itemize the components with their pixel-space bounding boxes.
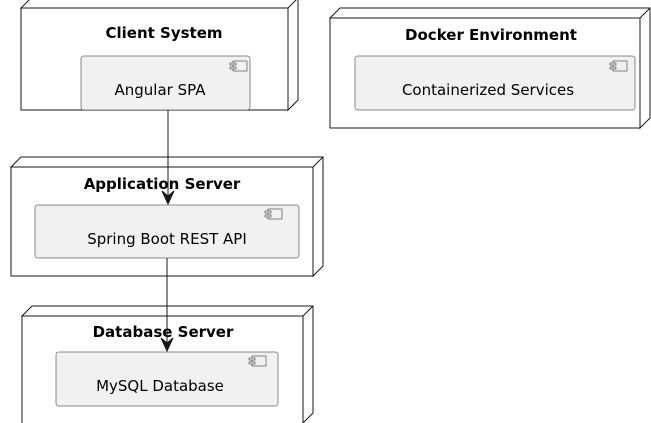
- component-label: Spring Boot REST API: [87, 230, 247, 248]
- node-application-server: Application Server Spring Boot REST API: [9, 156, 324, 278]
- component-icon: [609, 60, 628, 72]
- node-title: Client System: [105, 24, 222, 42]
- component-label: Angular SPA: [115, 81, 207, 99]
- arrow-head: [161, 190, 175, 206]
- node-database-server: Database Server MySQL Database: [20, 305, 314, 423]
- connector-angular-to-spring: [161, 110, 175, 206]
- component-angular-spa: Angular SPA: [80, 55, 251, 111]
- component-box: [80, 55, 251, 111]
- component-icon: [248, 355, 267, 367]
- node-title: Application Server: [84, 175, 241, 193]
- arrow-head: [160, 337, 174, 353]
- component-spring-boot-rest-api: Spring Boot REST API: [34, 204, 300, 259]
- node-docker-environment: Docker Environment Containerized Service…: [328, 7, 651, 130]
- component-icon: [264, 208, 283, 220]
- component-containerized-services: Containerized Services: [354, 55, 636, 111]
- component-label: Containerized Services: [402, 81, 574, 99]
- node-title: Database Server: [93, 323, 234, 341]
- connector-spring-to-mysql: [160, 258, 174, 353]
- component-mysql-database: MySQL Database: [55, 351, 279, 407]
- node-3d-corner: [302, 305, 314, 317]
- node-client-system: Client System Angular SPA: [19, 0, 299, 112]
- node-3d-corner: [287, 0, 297, 9]
- node-title: Docker Environment: [405, 26, 577, 44]
- component-box: [354, 55, 636, 111]
- node-3d-corner: [639, 7, 651, 19]
- component-icon: [229, 60, 248, 72]
- node-3d-corner: [312, 156, 324, 168]
- component-label: MySQL Database: [96, 377, 224, 395]
